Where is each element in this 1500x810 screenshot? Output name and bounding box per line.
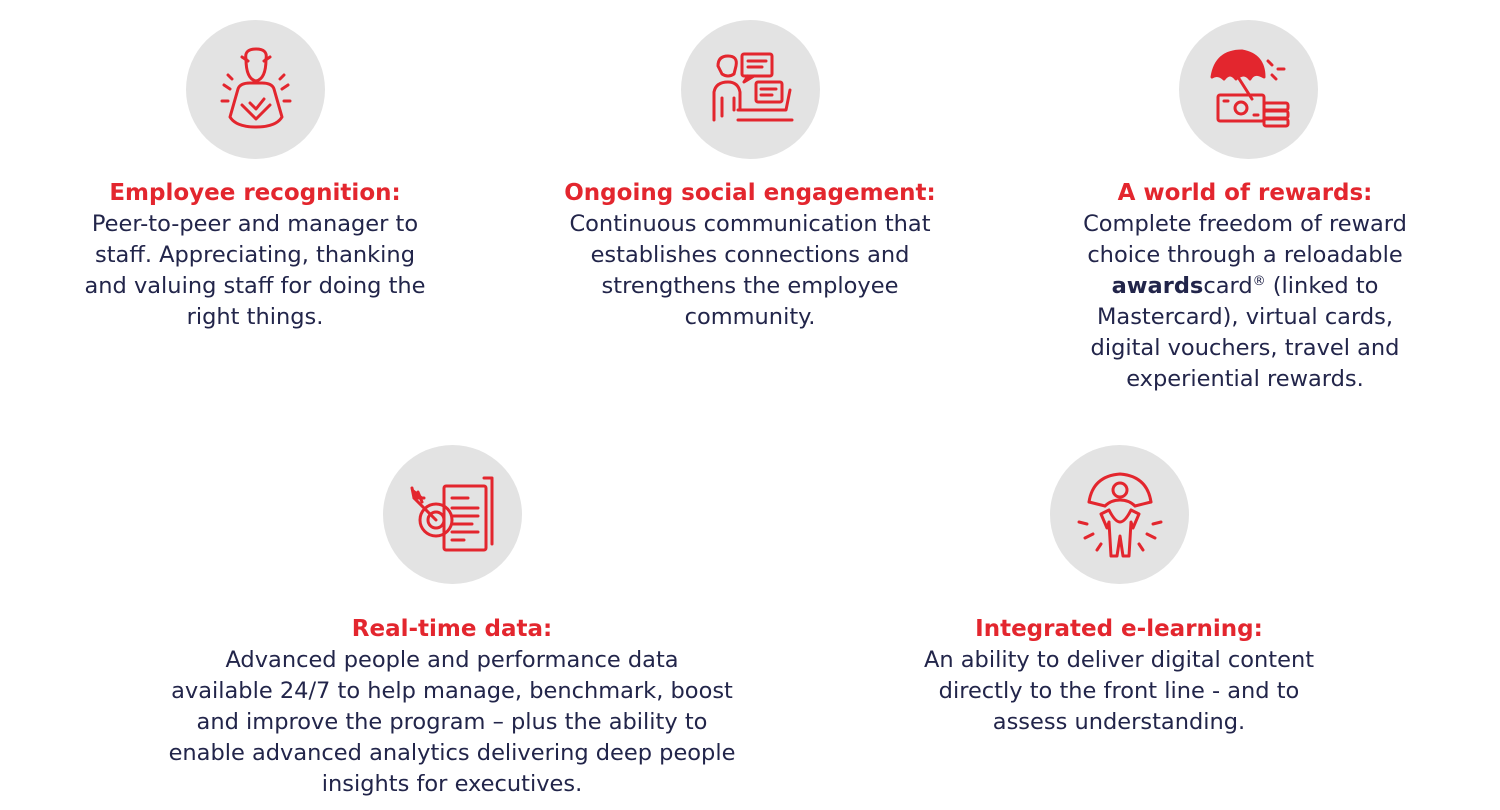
description-line: Complete freedom of reward bbox=[1083, 211, 1407, 237]
icon-circle-data bbox=[383, 445, 522, 584]
description-line: strengthens the employee bbox=[601, 273, 899, 299]
icon-circle-rewards bbox=[1179, 20, 1318, 159]
brand-rest-text: card bbox=[1203, 273, 1253, 299]
description-line: enable advanced analytics delivering dee… bbox=[168, 740, 736, 766]
feature-description: Complete freedom of reward choice throug… bbox=[1015, 209, 1475, 395]
description-line: and valuing staff for doing the bbox=[84, 273, 426, 299]
description-line: Mastercard), virtual cards, bbox=[1097, 304, 1393, 330]
description-line: choice through a reloadable bbox=[1087, 242, 1403, 268]
description-line: An ability to deliver digital content bbox=[923, 647, 1315, 673]
description-line: assess understanding. bbox=[992, 709, 1246, 735]
social-engagement-icon bbox=[712, 52, 793, 121]
icon-circle-social-engagement bbox=[681, 20, 820, 159]
description-line: right things. bbox=[186, 304, 324, 330]
description-line: Advanced people and performance data bbox=[225, 647, 679, 673]
description-line: community. bbox=[684, 304, 816, 330]
feature-employee-recognition: Employee recognition: Peer-to-peer and m… bbox=[25, 178, 485, 333]
e-learning-person-icon bbox=[1077, 472, 1162, 557]
feature-description: Advanced people and performance data ava… bbox=[102, 645, 802, 800]
feature-description: Continuous communication that establishe… bbox=[520, 209, 980, 333]
description-line-brand: awardscard® (linked to bbox=[1015, 271, 1475, 302]
description-line: digital vouchers, travel and bbox=[1090, 335, 1400, 361]
rewards-umbrella-icon bbox=[1210, 49, 1289, 127]
feature-description: Peer-to-peer and manager to staff. Appre… bbox=[25, 209, 485, 333]
description-line: available 24/7 to help manage, benchmark… bbox=[171, 678, 733, 704]
feature-description: An ability to deliver digital content di… bbox=[869, 645, 1369, 738]
description-line: staff. Appreciating, thanking bbox=[95, 242, 415, 268]
data-target-icon bbox=[410, 476, 493, 551]
feature-rewards: A world of rewards: Complete freedom of … bbox=[1015, 178, 1475, 395]
feature-social-engagement: Ongoing social engagement: Continuous co… bbox=[520, 178, 980, 333]
feature-title: Employee recognition: bbox=[109, 180, 401, 206]
feature-title: Integrated e-learning: bbox=[975, 616, 1263, 642]
brand-suffix-text: (linked to bbox=[1265, 273, 1379, 299]
description-line: establishes connections and bbox=[590, 242, 910, 268]
description-line: insights for executives. bbox=[321, 771, 583, 797]
description-line: experiential rewards. bbox=[1126, 366, 1364, 392]
description-line: Peer-to-peer and manager to bbox=[91, 211, 419, 237]
feature-title: A world of rewards: bbox=[1117, 180, 1373, 206]
registered-mark: ® bbox=[1252, 274, 1266, 289]
feature-e-learning: Integrated e-learning: An ability to del… bbox=[869, 614, 1369, 738]
feature-real-time-data: Real-time data: Advanced people and perf… bbox=[102, 614, 802, 800]
icon-circle-e-learning bbox=[1050, 445, 1189, 584]
employee-recognition-icon bbox=[220, 47, 291, 128]
feature-title: Real-time data: bbox=[351, 616, 553, 642]
description-line: Continuous communication that bbox=[569, 211, 931, 237]
description-line: directly to the front line - and to bbox=[938, 678, 1300, 704]
feature-title: Ongoing social engagement: bbox=[564, 180, 936, 206]
icon-circle-employee-recognition bbox=[186, 20, 325, 159]
description-line: and improve the program – plus the abili… bbox=[196, 709, 708, 735]
brand-bold-text: awards bbox=[1111, 273, 1204, 299]
